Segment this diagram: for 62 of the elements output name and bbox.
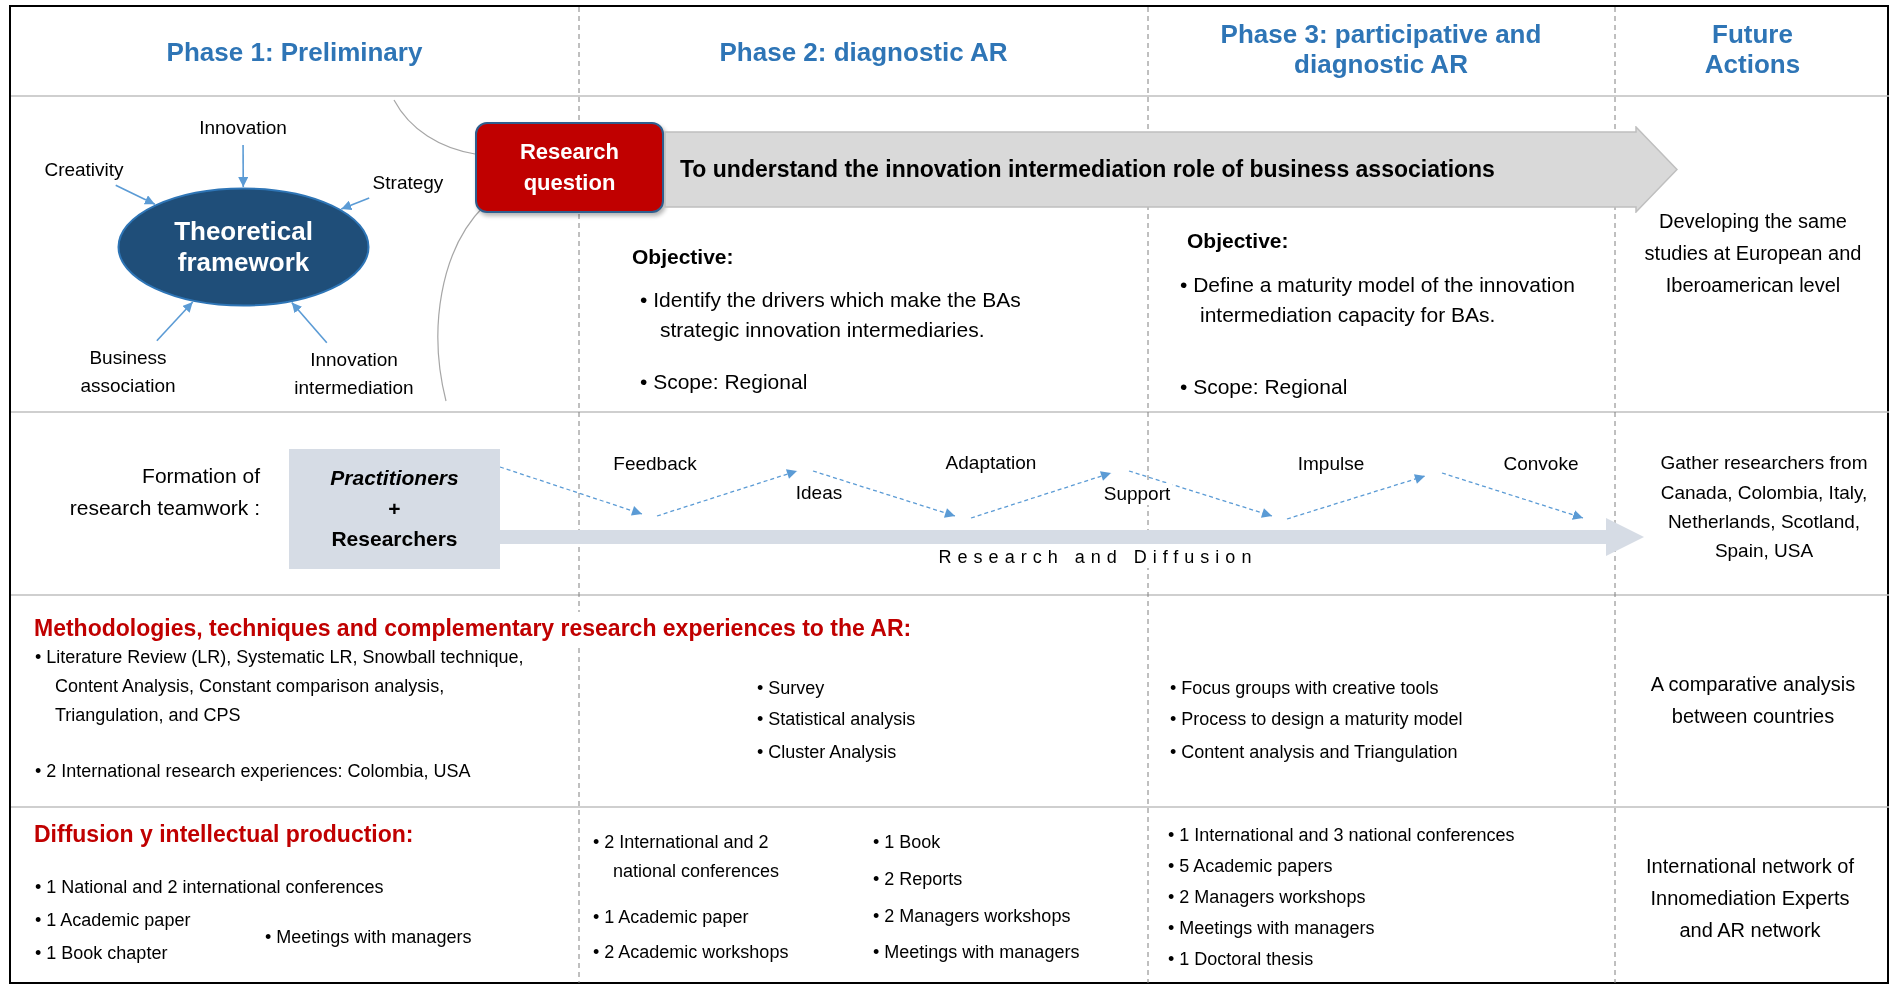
bullet-item: • 1 Book chapter [35,942,169,965]
note-text: A comparative analysis between countries [1649,672,1857,729]
bullet-item: • Meetings with managers [1168,917,1376,940]
bullet-item: • 1 International and 3 national conferences [1168,824,1516,847]
bullet-item: • 2 International research experiences: Colombia, USA [35,760,472,783]
row-label: Formation of research teamwork : [68,463,260,521]
bullet-item: • 1 Academic paper [35,909,192,932]
arrow-banner [664,126,1678,213]
arrow [156,301,194,342]
bullet-item: • Meetings with managers [265,926,473,949]
arrow [114,184,156,205]
box-text: Practitioners [330,465,459,492]
bullet-item: • Meetings with managers [873,941,1081,964]
section-heading: Diffusion y intellectual production: [34,821,414,848]
concept-label: Innovation [188,114,298,142]
section-heading: Methodologies, techniques and complementary research experiences to the AR: [34,615,912,642]
bullet-item: • Literature Review (LR), Systematic LR, Snowball technique, Content Analysis, Constant comparison analysis, Triangulation, and CPS [35,646,525,727]
question-box: Research question [475,122,664,213]
bullet-item: • 1 Book [873,831,942,854]
arrow [340,197,371,210]
arrow [238,144,249,188]
thick-arrow [500,518,1644,556]
bullet-item: • 1 National and 2 international conferences [35,876,385,899]
note-text: Developing the same studies at European and Iberoamerican level [1643,209,1863,298]
column-heading: Phase 1: Preliminary [165,38,424,68]
bullet-item: • Survey [757,677,826,700]
bullet-item: • Focus groups with creative tools [1170,677,1440,700]
bullet-item: • 2 International and 2 national conferences [593,831,781,883]
team-box [289,449,500,569]
column-heading: Phase 3: participative and diagnostic AR [1219,20,1543,80]
box-text: Researchers [331,526,458,553]
concept-label: Business association [68,343,188,401]
node-text: Theoretical framework [173,215,314,279]
flow-word: Support [1101,483,1173,505]
bullet-item: • 2 Academic workshops [593,941,790,964]
column-heading: Phase 2: diagnostic AR [718,38,1009,68]
bullet-item: • Identify the drivers which make the BAs strategic innovation intermediaries. [640,287,1022,344]
framework-ellipse [117,187,370,307]
column-heading: Future Actions [1703,20,1802,80]
concept-label: Gather researchers from Canada, Colombia, Italy, Netherlands, Scotland, Spain, USA [1644,432,1884,582]
bullet-item: • Content analysis and Triangulation [1170,741,1459,764]
bullet-item: • 2 Managers workshops [1168,886,1367,909]
bullet-item: • Process to design a maturity model [1170,708,1464,731]
concept-label: Creativity [30,156,138,184]
bullet-item: • Cluster Analysis [757,741,898,764]
objective-heading: Objective: [632,245,735,269]
bullet-item: • Define a maturity model of the innovation intermediation capacity for BAs. [1180,272,1576,329]
bullet-item: • 2 Reports [873,868,964,891]
concept-label: Innovation intermediation [278,345,430,403]
bullet-item: • 1 Doctoral thesis [1168,948,1315,971]
box-text: + [388,495,401,522]
bullet-item: • 1 Academic paper [593,906,750,929]
note-text: International network of Innomediation Experts and AR network [1645,854,1855,943]
bullet-item: • Scope: Regional [1180,374,1349,400]
bullet-item: • 5 Academic papers [1168,855,1334,878]
bullet-item: • Scope: Regional [640,369,809,395]
bullet-item: • Statistical analysis [757,708,917,731]
objective-heading: Objective: [1187,229,1290,253]
arrow [290,301,328,344]
bullet-item: • 2 Managers workshops [873,905,1072,928]
banner-text: To understand the innovation intermediation role of business associations [680,156,1495,183]
concept-label: Strategy [362,169,454,197]
